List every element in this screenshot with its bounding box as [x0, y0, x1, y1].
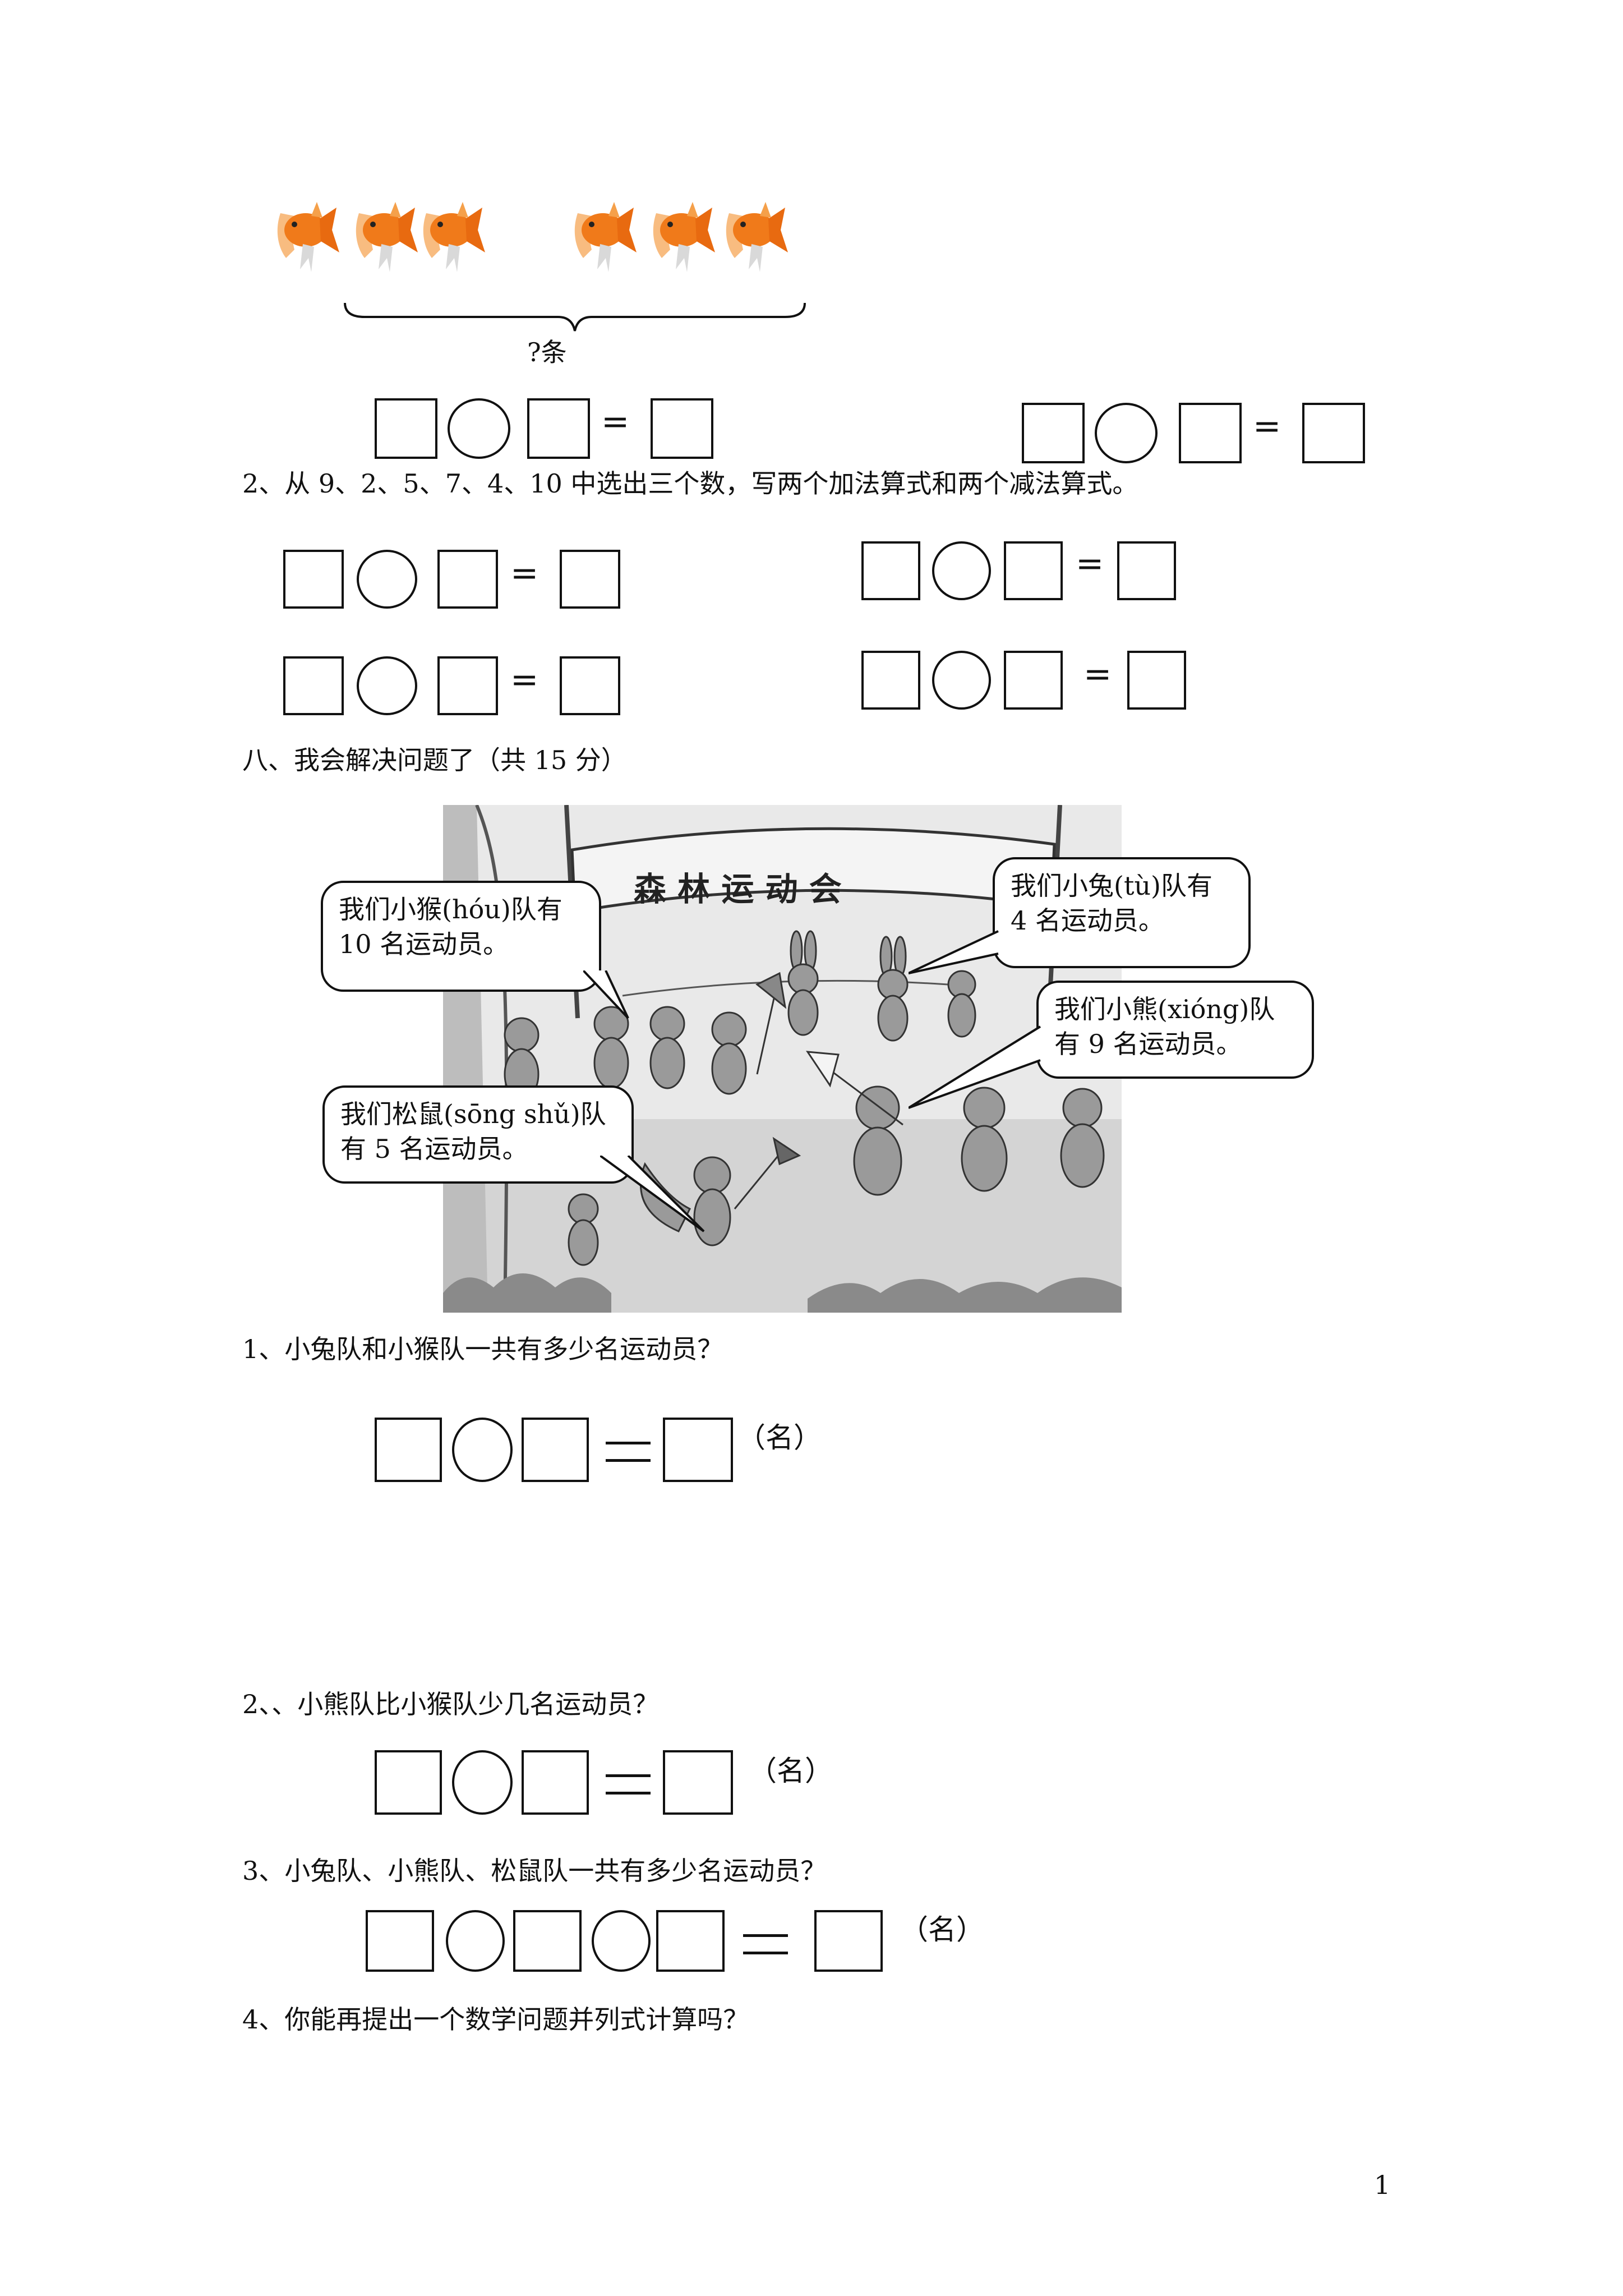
brace: [344, 302, 806, 332]
equals-sign: =: [510, 554, 539, 593]
answer-box[interactable]: [656, 1910, 725, 1972]
bubble-tail: [909, 1025, 1041, 1109]
operator-circle[interactable]: [1095, 403, 1158, 463]
answer-box[interactable]: [375, 398, 437, 459]
question-text: 1、小兔队和小猴队一共有多少名运动员？: [242, 1334, 723, 1364]
unit-label: （名）: [737, 1421, 822, 1454]
answer-box[interactable]: [513, 1910, 582, 1972]
operator-circle[interactable]: [452, 1750, 513, 1815]
operator-circle[interactable]: [452, 1418, 513, 1482]
question-text: 4、你能再提出一个数学问题并列式计算吗？: [242, 2004, 749, 2035]
operator-circle[interactable]: [357, 550, 417, 609]
question-text: 2、、小熊队比小猴队少几名运动员？: [242, 1689, 659, 1719]
bear-speech-bubble: 我们小熊(xióng)队 有 9 名运动员。: [1036, 981, 1314, 1079]
bubble-line: 我们小猴(hóu)队有: [339, 894, 562, 924]
answer-box[interactable]: [283, 550, 344, 609]
answer-box[interactable]: [366, 1910, 434, 1972]
equals-sign: =: [1253, 407, 1281, 446]
bubble-line: 有 5 名运动员。: [340, 1134, 528, 1164]
monkey-speech-bubble: 我们小猴(hóu)队有 10 名运动员。: [321, 881, 601, 992]
goldfish-1: [277, 202, 339, 272]
answer-box[interactable]: [663, 1750, 733, 1815]
answer-box[interactable]: [861, 541, 920, 600]
operator-circle[interactable]: [446, 1910, 505, 1972]
bubble-line: 我们松鼠(sōng shǔ)队: [340, 1099, 606, 1129]
goldfish-6: [726, 202, 788, 272]
answer-box[interactable]: [560, 550, 620, 609]
squirrel-speech-bubble: 我们松鼠(sōng shǔ)队 有 5 名运动员。: [322, 1085, 634, 1184]
question-text: 3、小兔队、小熊队、松鼠队一共有多少名运动员？: [242, 1856, 827, 1886]
answer-box[interactable]: [651, 398, 713, 459]
bubble-line: 4 名运动员。: [1011, 905, 1164, 936]
answer-box[interactable]: [1179, 403, 1242, 463]
rabbit-speech-bubble: 我们小兔(tù)队有 4 名运动员。: [993, 857, 1251, 968]
page-number: 1: [1374, 2170, 1391, 2200]
answer-box[interactable]: [437, 656, 498, 715]
operator-circle[interactable]: [932, 541, 991, 600]
operator-circle[interactable]: [357, 656, 417, 715]
banner-text: 森 林 运 动 会: [634, 870, 842, 908]
bubble-line: 有 9 名运动员。: [1054, 1029, 1242, 1059]
answer-box[interactable]: [1117, 541, 1176, 600]
section-title: 八、我会解决问题了（共 15 分）: [242, 745, 627, 775]
bubble-line: 我们小兔(tù)队有: [1011, 871, 1213, 901]
operator-circle[interactable]: [448, 398, 510, 459]
answer-box[interactable]: [1127, 651, 1186, 710]
answer-box[interactable]: [527, 398, 590, 459]
answer-box[interactable]: [1302, 403, 1365, 463]
equals-sign: =: [1076, 544, 1104, 583]
unit-label: （名）: [900, 1913, 984, 1946]
goldfish-3: [423, 202, 485, 272]
goldfish-2: [356, 202, 418, 272]
answer-box[interactable]: [283, 656, 344, 715]
question-text: 2、从 9、2、5、7、4、10 中选出三个数，写两个加法算式和两个减法算式。: [242, 468, 1138, 499]
answer-box[interactable]: [375, 1750, 442, 1815]
answer-box[interactable]: [861, 651, 920, 710]
bubble-tail: [583, 970, 629, 1019]
equals-sign: [606, 1774, 651, 1795]
goldfish-5: [653, 202, 715, 272]
equals-sign: [606, 1442, 651, 1462]
brace-label: ?条: [527, 337, 567, 367]
unit-label: （名）: [749, 1755, 833, 1787]
answer-box[interactable]: [560, 656, 620, 715]
answer-box[interactable]: [814, 1910, 883, 1972]
answer-box[interactable]: [437, 550, 498, 609]
bubble-tail: [600, 1156, 705, 1232]
equals-sign: [743, 1934, 788, 1954]
operator-circle[interactable]: [932, 651, 991, 710]
answer-box[interactable]: [1022, 403, 1085, 463]
answer-box[interactable]: [1004, 651, 1063, 710]
equals-sign: =: [510, 660, 539, 700]
bubble-line: 10 名运动员。: [339, 929, 509, 959]
goldfish-4: [574, 202, 637, 272]
answer-box[interactable]: [522, 1418, 589, 1482]
operator-circle[interactable]: [592, 1910, 651, 1972]
goldfish-illustration: [277, 202, 788, 272]
bubble-line: 我们小熊(xióng)队: [1054, 994, 1275, 1024]
bubble-tail: [909, 930, 999, 974]
equals-sign: =: [1083, 655, 1112, 694]
answer-box[interactable]: [522, 1750, 589, 1815]
equals-sign: =: [601, 402, 630, 441]
answer-box[interactable]: [663, 1418, 733, 1482]
answer-box[interactable]: [375, 1418, 442, 1482]
answer-box[interactable]: [1004, 541, 1063, 600]
